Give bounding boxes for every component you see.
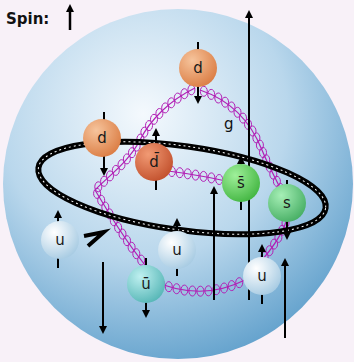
spin-arrow [69, 8, 72, 30]
quark-label: ū [141, 277, 151, 292]
quark-label: s [283, 196, 291, 211]
gluon-curls [94, 85, 289, 296]
quark-label: u [257, 269, 267, 284]
quark-sphere: u [158, 231, 196, 269]
quark-sphere: d̄ [135, 143, 173, 181]
quark-sphere: u [41, 221, 79, 259]
gluon-label: g [224, 115, 234, 133]
quark-label: d [97, 131, 107, 146]
quark-sphere: u [243, 257, 281, 295]
quark-sphere: ū [127, 265, 165, 303]
quark-label: u [172, 243, 182, 258]
orbit-arrowhead [84, 232, 104, 246]
quark-spin-arrows [58, 42, 287, 314]
quark-sphere: s̄ [222, 164, 260, 202]
quark-sphere: d [179, 49, 217, 87]
quark-label: d [193, 61, 203, 76]
spin-legend-label: Spin: [6, 10, 49, 28]
quark-sphere: s [268, 184, 306, 222]
quark-label: d̄ [149, 155, 159, 170]
proton-sphere [3, 9, 353, 359]
quark-label: s̄ [237, 176, 245, 191]
orbital-spin-arrows [103, 14, 285, 338]
quark-sphere: d [83, 119, 121, 157]
quark-label: u [55, 233, 65, 248]
